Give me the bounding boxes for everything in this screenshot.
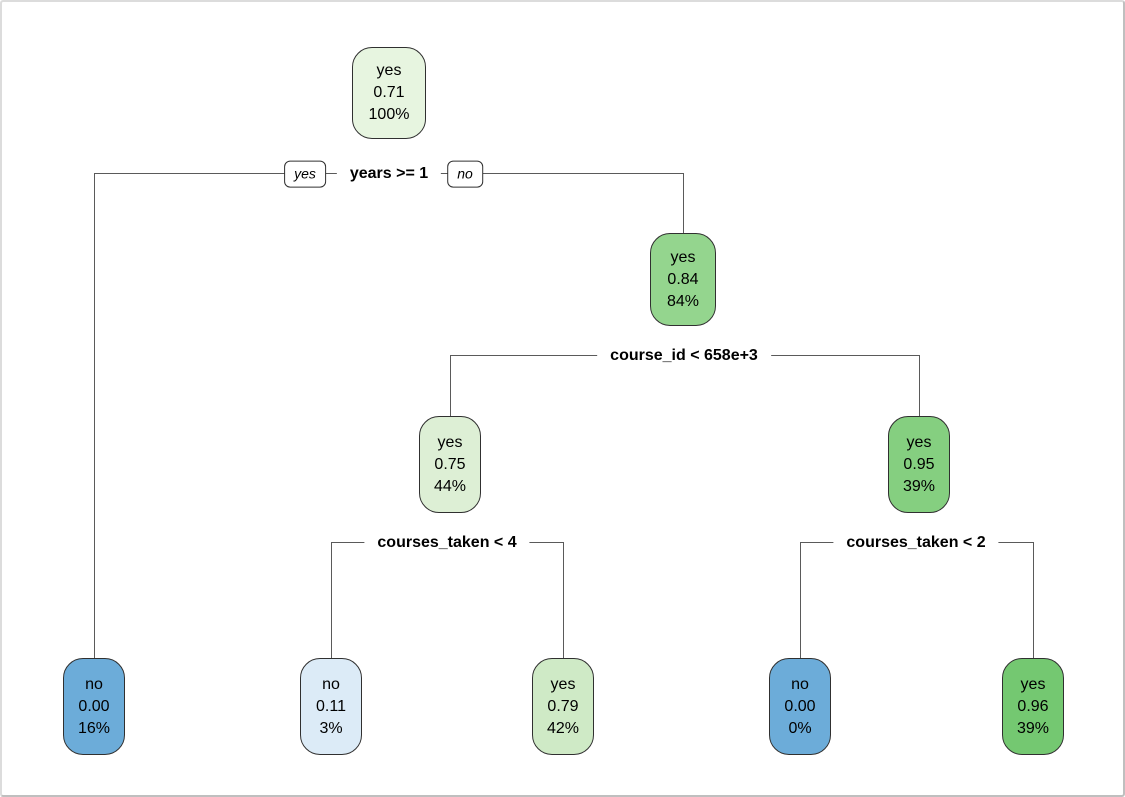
node-class-label: yes (906, 433, 932, 451)
node-percentage: 3% (319, 719, 343, 737)
node-probability: 0.00 (784, 697, 816, 715)
node-probability: 0.96 (1017, 697, 1049, 715)
node-percentage: 0% (788, 719, 812, 737)
branch-tag-yes: yes (284, 160, 326, 188)
connector-to-leaf-no-16 (94, 173, 95, 658)
node-percentage: 42% (546, 719, 580, 737)
node-probability: 0.84 (667, 270, 699, 288)
tree-node-yes-75: yes 0.75 44% (419, 416, 481, 513)
node-class-label: yes (670, 248, 696, 266)
node-class-label: yes (550, 675, 576, 693)
connector-to-node-yes-95 (919, 355, 920, 416)
node-class-label: no (85, 675, 103, 693)
connector-to-node-yes-75 (450, 355, 451, 416)
node-class-label: yes (1020, 675, 1046, 693)
split-condition-course-id: course_id < 658e+3 (597, 345, 771, 367)
node-percentage: 16% (77, 719, 111, 737)
tree-node-yes-95: yes 0.95 39% (888, 416, 950, 513)
node-probability: 0.71 (373, 84, 405, 101)
node-probability: 0.75 (434, 455, 466, 473)
connector-to-leaf-yes-39 (1033, 542, 1034, 658)
node-probability: 0.11 (316, 697, 346, 715)
node-percentage: 44% (433, 477, 467, 495)
tree-node-root: yes 0.71 100% (352, 47, 426, 139)
tree-leaf-no-16: no 0.00 16% (63, 658, 125, 755)
connector-to-leaf-no-0 (800, 542, 801, 658)
split-condition-courses-taken-4: courses_taken < 4 (364, 532, 530, 554)
connector-to-leaf-yes-42 (563, 542, 564, 658)
node-probability: 0.79 (547, 697, 579, 715)
node-percentage: 39% (902, 477, 936, 495)
node-probability: 0.00 (78, 697, 110, 715)
tree-leaf-no-3: no 0.11 3% (300, 658, 362, 755)
connector-to-leaf-no-3 (331, 542, 332, 658)
node-class-label: no (322, 675, 340, 693)
split-condition-courses-taken-2: courses_taken < 2 (833, 532, 999, 554)
node-class-label: yes (437, 433, 463, 451)
tree-node-yes-84: yes 0.84 84% (650, 233, 716, 326)
tree-leaf-yes-39: yes 0.96 39% (1002, 658, 1064, 755)
node-probability: 0.95 (903, 455, 935, 473)
tree-leaf-no-0: no 0.00 0% (769, 658, 831, 755)
node-percentage: 84% (666, 292, 700, 310)
node-class-label: no (791, 675, 809, 693)
node-percentage: 39% (1016, 719, 1050, 737)
node-class-label: yes (376, 62, 402, 79)
split-condition-years: years >= 1 (336, 163, 442, 185)
node-percentage: 100% (368, 106, 410, 123)
tree-leaf-yes-42: yes 0.79 42% (532, 658, 594, 755)
branch-tag-no: no (447, 160, 483, 188)
connector-to-node-yes-84 (683, 173, 684, 233)
